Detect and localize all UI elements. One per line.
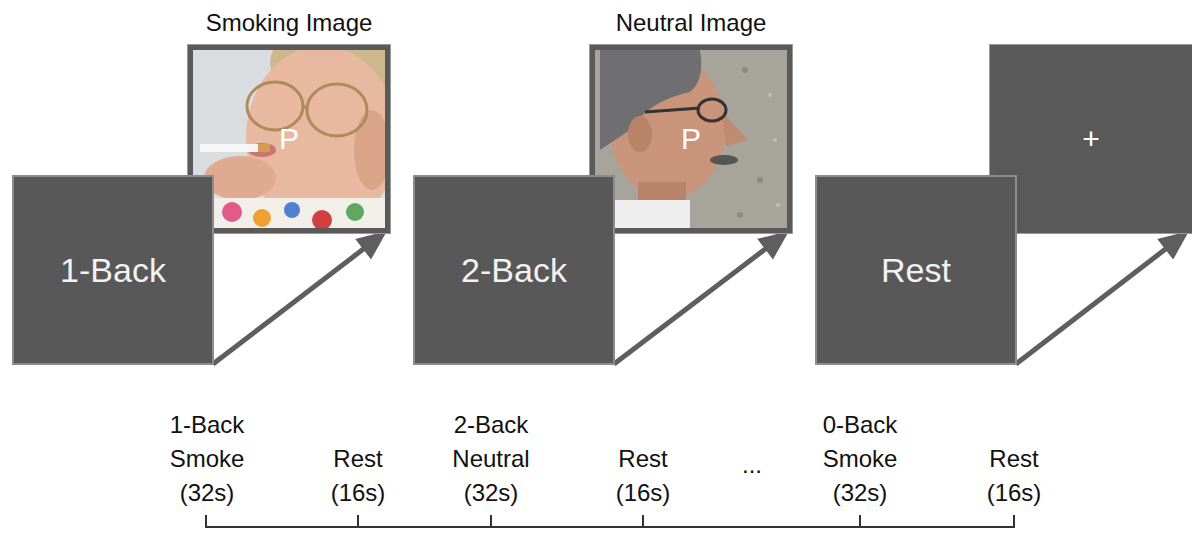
- image-frame: Smoking ImageP: [188, 45, 390, 233]
- task-label: 2-Back: [461, 251, 567, 290]
- timeline-label: 2-Back Neutral (32s): [435, 408, 547, 510]
- smoking-photo: [193, 50, 385, 228]
- clothing-pattern: [312, 210, 332, 228]
- cheek-shade: [354, 110, 385, 190]
- clothing-pattern: [222, 202, 242, 222]
- hand: [204, 156, 276, 200]
- timeline-label: Rest (16s): [973, 442, 1055, 510]
- photo-background: [595, 50, 788, 228]
- transition-arrow: [213, 231, 387, 364]
- task-box: 2-Back: [413, 175, 615, 365]
- timeline-tick: [859, 515, 861, 527]
- arrow-head: [355, 231, 387, 260]
- clothing-pattern: [284, 202, 300, 218]
- mustache: [710, 155, 738, 165]
- gravel: [776, 203, 780, 207]
- clothing-pattern: [346, 203, 364, 221]
- letter-stimulus: P: [279, 122, 299, 156]
- transition-arrow: [1016, 231, 1189, 364]
- image-heading: Neutral Image: [575, 8, 807, 38]
- gravel: [773, 138, 777, 142]
- task-label: 1-Back: [60, 251, 166, 290]
- cigarette: [200, 144, 264, 152]
- glasses-arm: [645, 108, 700, 112]
- nose: [722, 112, 748, 146]
- image-heading: Smoking Image: [173, 8, 405, 38]
- neutral-photo: [595, 50, 788, 228]
- fixation-box: +: [990, 45, 1192, 233]
- transition-arrow: [614, 231, 789, 364]
- arrow-shaft: [614, 247, 768, 364]
- arrow-head: [757, 231, 789, 260]
- letter-stimulus: P: [681, 122, 701, 156]
- arrow-shaft: [1016, 247, 1168, 364]
- task-box: Rest: [815, 175, 1017, 365]
- timeline-label: ...: [722, 448, 782, 482]
- timeline-tick: [1013, 515, 1015, 527]
- cigarette-filter: [258, 144, 270, 152]
- ear: [628, 116, 652, 152]
- timeline-label: 1-Back Smoke (32s): [151, 408, 263, 510]
- task-label: Rest: [881, 251, 951, 290]
- fixation-mark: +: [1082, 122, 1100, 156]
- timeline-label: 0-Back Smoke (32s): [804, 408, 916, 510]
- task-box: 1-Back: [12, 175, 214, 365]
- image-frame: Neutral ImageP: [590, 45, 792, 233]
- gravel: [737, 212, 743, 218]
- gravel: [742, 67, 748, 73]
- timeline-tick: [357, 515, 359, 527]
- timeline-tick: [490, 515, 492, 527]
- timeline-axis: [205, 526, 1015, 528]
- arrow-head: [1157, 231, 1189, 260]
- glasses-lens: [698, 99, 726, 121]
- timeline-tick: [642, 515, 644, 527]
- clothing: [212, 198, 385, 228]
- timeline-label: Rest (16s): [602, 442, 684, 510]
- glasses-bridge: [303, 106, 307, 108]
- glasses-lens: [307, 84, 367, 136]
- gravel: [768, 93, 772, 97]
- timeline-tick: [205, 515, 207, 527]
- clothing-pattern: [253, 209, 271, 227]
- gravel: [757, 177, 763, 183]
- arrow-shaft: [213, 247, 366, 364]
- timeline-label: Rest (16s): [317, 442, 399, 510]
